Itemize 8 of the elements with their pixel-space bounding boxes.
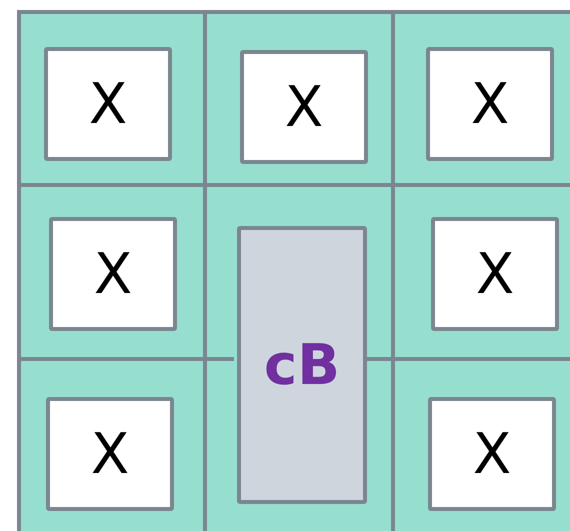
label-box: cB	[237, 226, 367, 504]
letter-box: X	[49, 217, 177, 331]
letter-box: X	[46, 397, 174, 511]
letter-box: X	[428, 397, 556, 511]
letter-box: X	[431, 217, 559, 331]
letter-box: X	[426, 47, 554, 161]
letter-box: X	[240, 50, 368, 164]
letter-box: X	[44, 47, 172, 161]
